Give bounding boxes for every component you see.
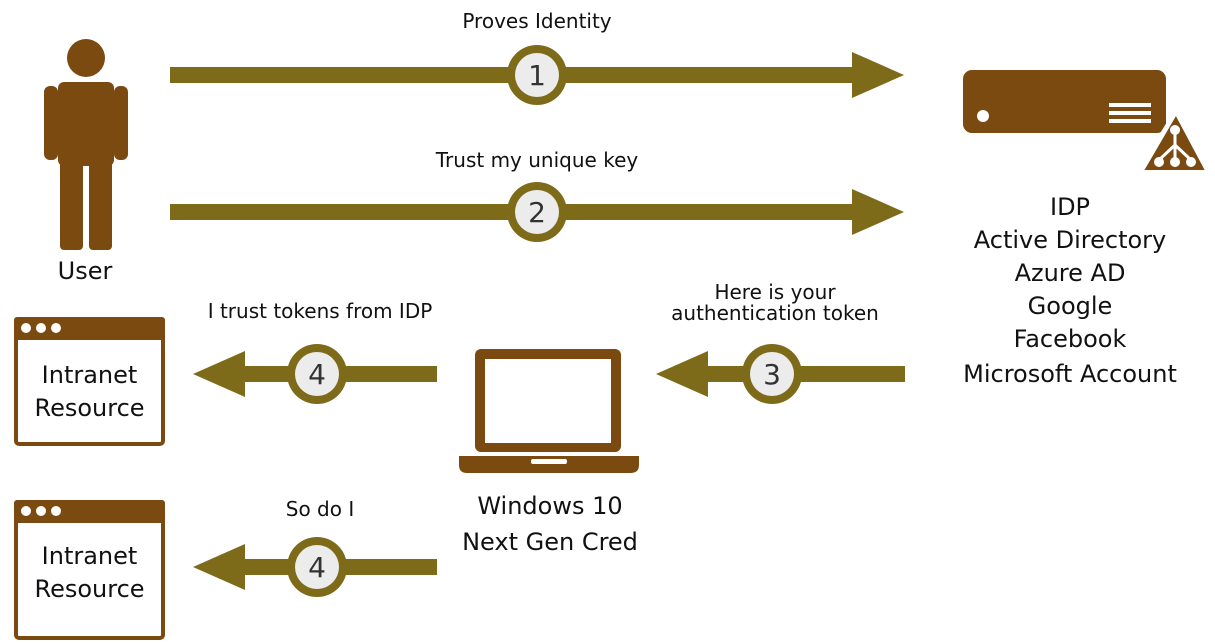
arrow-step-3: 3	[656, 344, 905, 404]
intranet-resource-1: Intranet Resource	[14, 317, 165, 446]
step-4a-label: I trust tokens from IDP	[207, 299, 433, 323]
idp-line-4: Google	[1027, 292, 1113, 320]
step-3-number: 3	[763, 358, 781, 391]
arrow-step-2: 2	[170, 182, 904, 242]
resource-1-line2: Resource	[34, 394, 145, 422]
resource-1-line1: Intranet	[41, 361, 138, 389]
arrows-layer: 1 2 3 4 4	[170, 45, 905, 597]
arrow-step-4b: 4	[193, 537, 437, 597]
arrow-step-4a: 4	[193, 344, 437, 404]
device-line-2: Next Gen Cred	[462, 528, 638, 556]
step-4b-number: 4	[308, 551, 326, 584]
step-3-label-line1: Here is your	[714, 280, 836, 304]
server-icon	[963, 70, 1215, 176]
device-line-1: Windows 10	[477, 492, 623, 520]
laptop-icon	[459, 349, 639, 473]
idp-line-3: Azure AD	[1014, 259, 1126, 287]
step-3-label-line2: authentication token	[671, 301, 879, 325]
idp-line-6: Microsoft Account	[963, 360, 1177, 388]
step-2-label: Trust my unique key	[435, 148, 639, 172]
step-1-label: Proves Identity	[462, 9, 612, 33]
browser-window-icon	[14, 317, 165, 446]
step-4b-label: So do I	[285, 497, 355, 521]
arrow-step-1: 1	[170, 45, 904, 105]
step-4a-number: 4	[308, 358, 326, 391]
resource-2-line1: Intranet	[41, 542, 138, 570]
person-icon	[44, 39, 128, 250]
idp-line-2: Active Directory	[973, 226, 1167, 254]
user-label: User	[57, 257, 113, 285]
step-2-number: 2	[528, 196, 546, 229]
idp-line-1: IDP	[1049, 193, 1091, 221]
resource-2-line2: Resource	[34, 575, 145, 603]
idp-line-5: Facebook	[1013, 325, 1127, 353]
step-1-number: 1	[528, 59, 546, 92]
intranet-resource-2: Intranet Resource	[14, 500, 165, 640]
